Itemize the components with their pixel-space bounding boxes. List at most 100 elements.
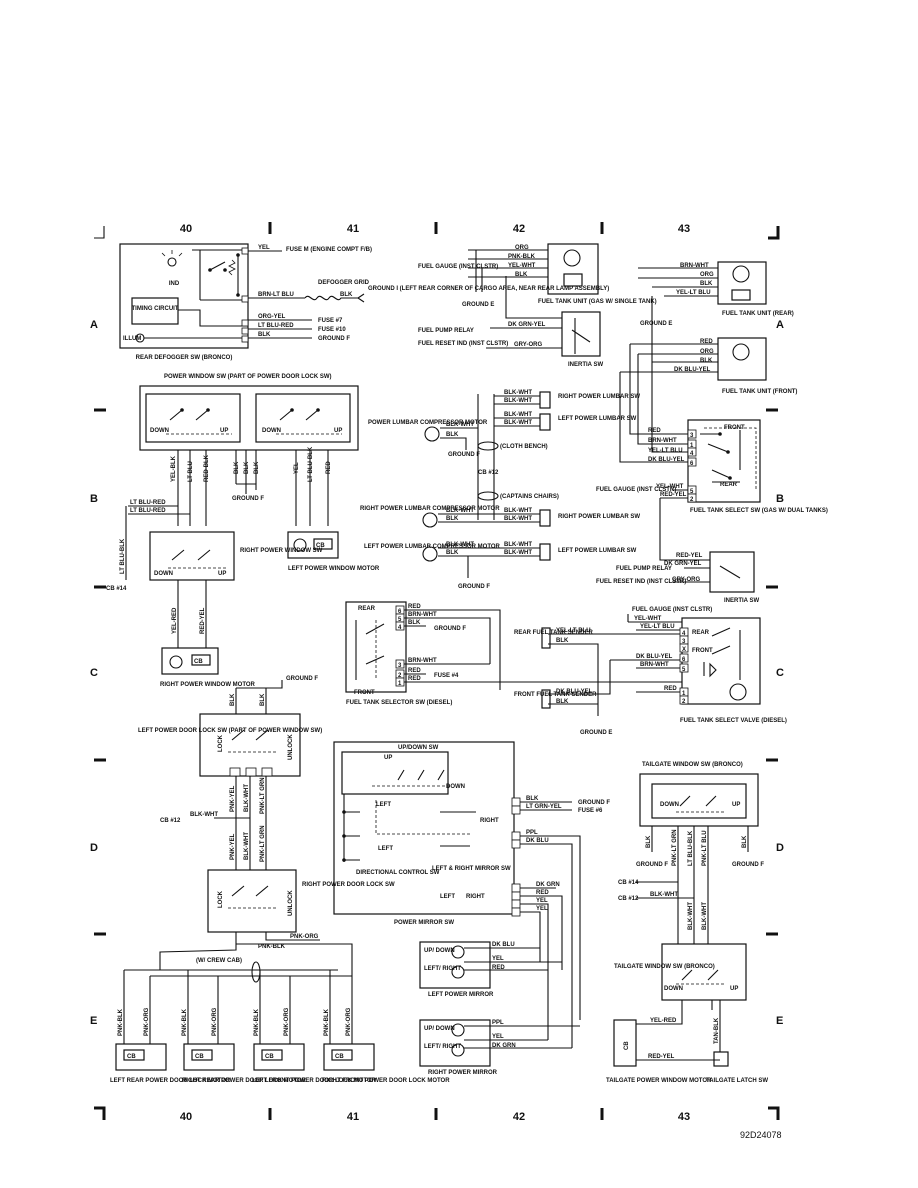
wire-label: ORG-YEL: [258, 314, 286, 320]
wire-label: DK GRN-YEL: [508, 322, 546, 328]
cb14-label: CB #14: [618, 880, 639, 886]
right-lock-sw-label: RIGHT POWER DOOR LOCK SW: [302, 882, 395, 888]
wire-label: YEL-WHT: [656, 484, 684, 490]
wire-label: PNK-BLK: [258, 944, 286, 950]
wire-label: DK BLU-YEL: [674, 367, 711, 373]
wire-label: BLK-WHT: [244, 784, 250, 812]
pin-label: 1: [690, 443, 694, 449]
ground-f-label: GROUND F: [318, 336, 350, 342]
front-label: FRONT: [724, 425, 745, 431]
inertia-label: INERTIA SW: [724, 598, 759, 604]
unlock-label: UNLOCK: [288, 734, 294, 760]
rear-defogger-switch: TIMING CIRCUIT IND ILLUM REAR DEFOGGER S…: [119, 243, 609, 361]
reset-label: FUEL RESET IND (INST CLSTR): [596, 579, 686, 585]
right-label: RIGHT: [466, 894, 485, 900]
cb-label: CB: [624, 1041, 630, 1050]
cb12-label: CB #12: [618, 896, 639, 902]
power-window-title: POWER WINDOW SW (PART OF POWER DOOR LOCK…: [164, 374, 332, 380]
wire-label: LT BLU-BLK: [308, 446, 314, 482]
left-mirror-label: LEFT POWER MIRROR: [428, 992, 494, 998]
right-motor-label: RIGHT POWER WINDOW MOTOR: [160, 682, 256, 688]
rear-label: REAR: [692, 630, 710, 636]
wire-label: BLK-WHT: [504, 412, 532, 418]
cb-label: CB: [195, 1054, 204, 1060]
right-lumbar-motor-label: RIGHT POWER LUMBAR COMPRESSOR MOTOR: [360, 506, 500, 512]
wire-label: BLK: [515, 272, 528, 278]
motor-label: LEFT FRONT POWER DOOR LOCK MOTOR: [252, 1078, 377, 1084]
power-lumbar-motor-label: POWER LUMBAR COMPRESSOR MOTOR: [368, 420, 488, 426]
wire-label: PNK-ORG: [212, 1007, 218, 1036]
pin-label: 4: [682, 631, 686, 637]
cb12-label: CB #12: [478, 470, 499, 476]
left-lumbar-sw-label: LEFT POWER LUMBAR SW: [558, 416, 637, 422]
right-window-sw-label: RIGHT POWER WINDOW SW: [240, 548, 323, 554]
wire-label: YEL-LT BLU: [648, 448, 683, 454]
ground-f-label: GROUND F: [458, 584, 490, 590]
valve-label: FUEL TANK SELECT VALVE (DIESEL): [680, 718, 787, 724]
wire-label: BLK: [258, 332, 271, 338]
wire-label: YEL: [294, 462, 300, 474]
down-label: DOWN: [150, 428, 169, 434]
column-label: 43: [678, 1111, 690, 1123]
wire-label: BRN-WHT: [640, 662, 669, 668]
wire-label: BLK: [700, 281, 713, 287]
row-label: E: [90, 1015, 97, 1027]
wire-label: PNK-LT BLU: [702, 830, 708, 866]
wire-label: BLK-WHT: [244, 832, 250, 860]
wire-label: DK GRN: [492, 1043, 516, 1049]
pin-label: 6: [682, 657, 686, 663]
row-label: B: [90, 493, 98, 505]
leftright-label: LEFT/ RIGHT: [424, 1044, 461, 1050]
wire-label: RED: [408, 604, 421, 610]
up-label: UP: [218, 571, 226, 577]
wire-label: PNK-YEL: [230, 785, 236, 812]
wire-label: LT BLU-BLK: [120, 538, 126, 574]
wire-label: BLK-WHT: [446, 542, 474, 548]
figure-id: 92D24078: [740, 1130, 782, 1140]
right-mirror-label: RIGHT POWER MIRROR: [428, 1070, 498, 1076]
front-sender-label: FRONT FUEL TANK SENDER: [514, 692, 597, 698]
cb14-label: CB #14: [106, 586, 127, 592]
wire-label: LT BLU-BLK: [688, 830, 694, 866]
wire-label: GRY-ORG: [672, 577, 700, 583]
wire-label: ORG: [515, 245, 529, 251]
captains-chairs-label: (CAPTAINS CHAIRS): [500, 494, 559, 500]
cloth-bench-label: (CLOTH BENCH): [500, 444, 548, 450]
tailgate-latch-label: TAILGATE LATCH SW: [706, 1078, 768, 1084]
wire-label: BLK: [700, 358, 713, 364]
wire-label: RED-BLK: [204, 454, 210, 482]
wire-label: BRN-WHT: [648, 438, 677, 444]
column-label: 41: [347, 223, 359, 235]
left-label: LEFT: [440, 894, 455, 900]
wire-label: YEL-LT BLU: [676, 290, 711, 296]
unit-label: FUEL TANK UNIT (FRONT): [722, 389, 797, 395]
ground-f-label: GROUND F: [636, 862, 668, 868]
reset-label: FUEL RESET IND (INST CLSTR): [418, 341, 508, 347]
wire-label: YEL: [492, 956, 504, 962]
wire-label: BLK-WHT: [650, 892, 678, 898]
wire-label: PNK-YEL: [230, 833, 236, 860]
wire-label: BLK: [446, 550, 459, 556]
wire-label: LT BLU-RED: [258, 323, 294, 329]
selector-label: FUEL TANK SELECTOR SW (DIESEL): [346, 700, 452, 706]
wire-label: PNK-LT GRN: [672, 829, 678, 866]
wire-label: RED-YEL: [660, 492, 687, 498]
fuse4-label: FUSE #4: [434, 673, 459, 679]
updown-label: UP/ DOWN: [424, 948, 455, 954]
column-label: 40: [180, 223, 192, 235]
wire-label: RED-YEL: [200, 607, 206, 634]
ground-i-label: GROUND I (LEFT REAR CORNER OF CARGO AREA…: [368, 286, 609, 292]
row-label: A: [90, 319, 98, 331]
wire-label: BLK-WHT: [504, 420, 532, 426]
lock-label: LOCK: [218, 890, 224, 908]
wire-label: RED: [700, 339, 713, 345]
wire-label: PNK-LT GRN: [260, 777, 266, 814]
left-motor-label: LEFT POWER WINDOW MOTOR: [288, 566, 380, 572]
row-labels-right: A B C D E: [776, 319, 784, 1027]
wire-label: BLK-WHT: [504, 516, 532, 522]
column-labels-top: 40 41 42 43: [180, 223, 690, 235]
fuel-gauge-label: FUEL GAUGE (INST CLSTR): [596, 487, 676, 493]
defogger-title: REAR DEFOGGER SW (BRONCO): [136, 355, 233, 361]
power-window-switch: POWER WINDOW SW (PART OF POWER DOOR LOCK…: [106, 374, 380, 688]
